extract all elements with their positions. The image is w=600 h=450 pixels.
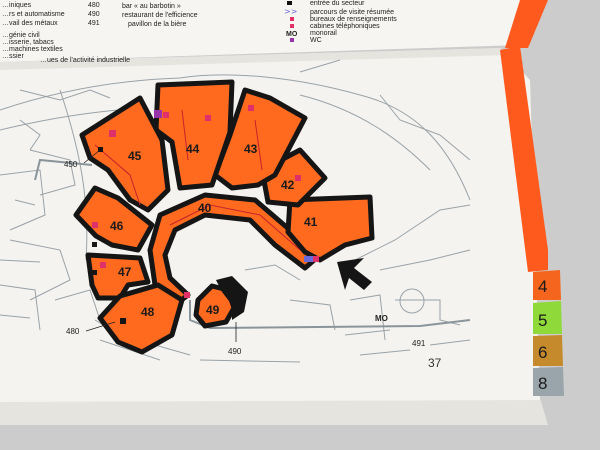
legend-text-1: parcours de visite résumée xyxy=(310,9,394,16)
wc-marker xyxy=(154,110,162,118)
legend-route-icon: >> xyxy=(284,7,297,16)
pavilion-48[interactable] xyxy=(97,282,185,355)
entrance-marker xyxy=(98,147,103,152)
callout-480: 480 xyxy=(66,327,80,336)
tab-4[interactable] xyxy=(533,270,561,300)
entrance-marker xyxy=(92,270,97,275)
tab-6[interactable] xyxy=(533,335,563,366)
index-text-5: …machines textiles xyxy=(2,46,63,53)
leader-480 xyxy=(85,321,116,332)
info-marker xyxy=(313,256,319,262)
top-left-index: …iniques 480 …rs et automatisme 490 …vai… xyxy=(2,2,130,64)
index-text-3: …génie civil xyxy=(2,32,40,39)
tab-8-label: 8 xyxy=(538,374,547,393)
legend-text-0: entrée du secteur xyxy=(310,0,365,7)
pavilion-45[interactable] xyxy=(79,95,171,213)
service-0: bar « au barbotin » xyxy=(122,3,181,10)
tab-4-label: 4 xyxy=(538,277,547,296)
monorail-station-label: MO xyxy=(375,314,388,323)
services-list: bar « au barbotin » restaurant de l'effi… xyxy=(122,3,198,28)
index-text-7: …ues de l'activité industrielle xyxy=(40,57,130,64)
phone-marker xyxy=(248,105,254,111)
service-1: restaurant de l'efficience xyxy=(122,12,198,19)
pavilion-44-label: 44 xyxy=(186,142,200,156)
pavilion-46[interactable] xyxy=(73,185,155,253)
callout-490: 490 xyxy=(228,347,242,356)
pavilion-47-label: 47 xyxy=(118,265,132,279)
tab-5-label: 5 xyxy=(538,311,547,330)
index-num-1: 490 xyxy=(88,11,100,18)
page-gutter-shadow xyxy=(0,48,510,70)
phone-marker xyxy=(163,112,169,118)
index-text-0: …iniques xyxy=(2,2,32,9)
top-orange-edge xyxy=(505,0,548,48)
page-number: 37 xyxy=(428,356,442,370)
legend-phone-icon xyxy=(290,24,294,28)
pavilion-49[interactable] xyxy=(193,283,237,329)
pavilion-41-label: 41 xyxy=(304,215,318,229)
pavilion-41[interactable] xyxy=(285,194,375,263)
pavilion-labels: 40 41 42 43 44 45 46 47 48 49 xyxy=(110,142,318,319)
pavilion-42-label: 42 xyxy=(281,178,295,192)
pavilion-46-label: 46 xyxy=(110,219,124,233)
index-text-4: …isserie, tabacs xyxy=(2,39,54,46)
service-markers xyxy=(92,105,319,324)
legend-text-4: monorail xyxy=(310,30,337,37)
callouts: 450 480 490 491 MO xyxy=(64,149,426,356)
phone-marker xyxy=(205,115,211,121)
legend-monorail-icon: MO xyxy=(286,31,298,38)
legend-wc-icon xyxy=(290,38,294,42)
visit-route xyxy=(94,109,301,251)
index-num-0: 480 xyxy=(88,2,100,9)
legend-text-5: WC xyxy=(310,37,322,44)
monorail-line-left xyxy=(34,158,93,181)
leader-450 xyxy=(83,149,101,164)
entrance-block xyxy=(216,276,248,320)
route-marker xyxy=(304,256,313,262)
pavilion-49-label: 49 xyxy=(206,303,220,317)
phone-marker xyxy=(100,262,106,268)
page-stack xyxy=(0,398,548,425)
previous-page xyxy=(0,0,545,62)
phone-marker xyxy=(295,175,301,181)
callout-450: 450 xyxy=(64,160,78,169)
entrance-arrow-icon xyxy=(337,258,372,290)
pavilion-45-label: 45 xyxy=(128,149,142,163)
legend-entrance-icon xyxy=(287,1,292,5)
monorail-line xyxy=(189,300,471,330)
edge-strip-orange xyxy=(500,46,548,272)
legend: entrée du secteur >> parcours de visite … xyxy=(284,0,397,44)
phone-marker xyxy=(184,292,190,298)
pavilion-48-label: 48 xyxy=(141,305,155,319)
entrance-marker xyxy=(92,242,97,247)
tab-8[interactable] xyxy=(533,367,564,396)
tab-5[interactable] xyxy=(533,301,562,334)
index-num-2: 491 xyxy=(88,20,100,27)
info-marker xyxy=(109,130,116,137)
index-text-2: …vail des métaux xyxy=(2,20,58,27)
legend-text-3: cabines téléphoniques xyxy=(310,23,380,30)
index-text-1: …rs et automatisme xyxy=(2,11,65,18)
pavilion-43-label: 43 xyxy=(244,142,258,156)
legend-info-icon xyxy=(290,17,294,21)
phone-marker xyxy=(92,222,98,228)
entrance-marker xyxy=(120,318,126,324)
legend-text-2: bureaux de renseignements xyxy=(310,16,397,23)
site-plan-lines xyxy=(0,59,471,363)
pavilion-40-label: 40 xyxy=(198,201,212,215)
service-2: pavillon de la bière xyxy=(128,21,186,28)
index-text-6: …ssier xyxy=(2,53,24,60)
callout-491: 491 xyxy=(412,339,426,348)
tab-6-label: 6 xyxy=(538,343,547,362)
pavilions xyxy=(73,79,375,355)
